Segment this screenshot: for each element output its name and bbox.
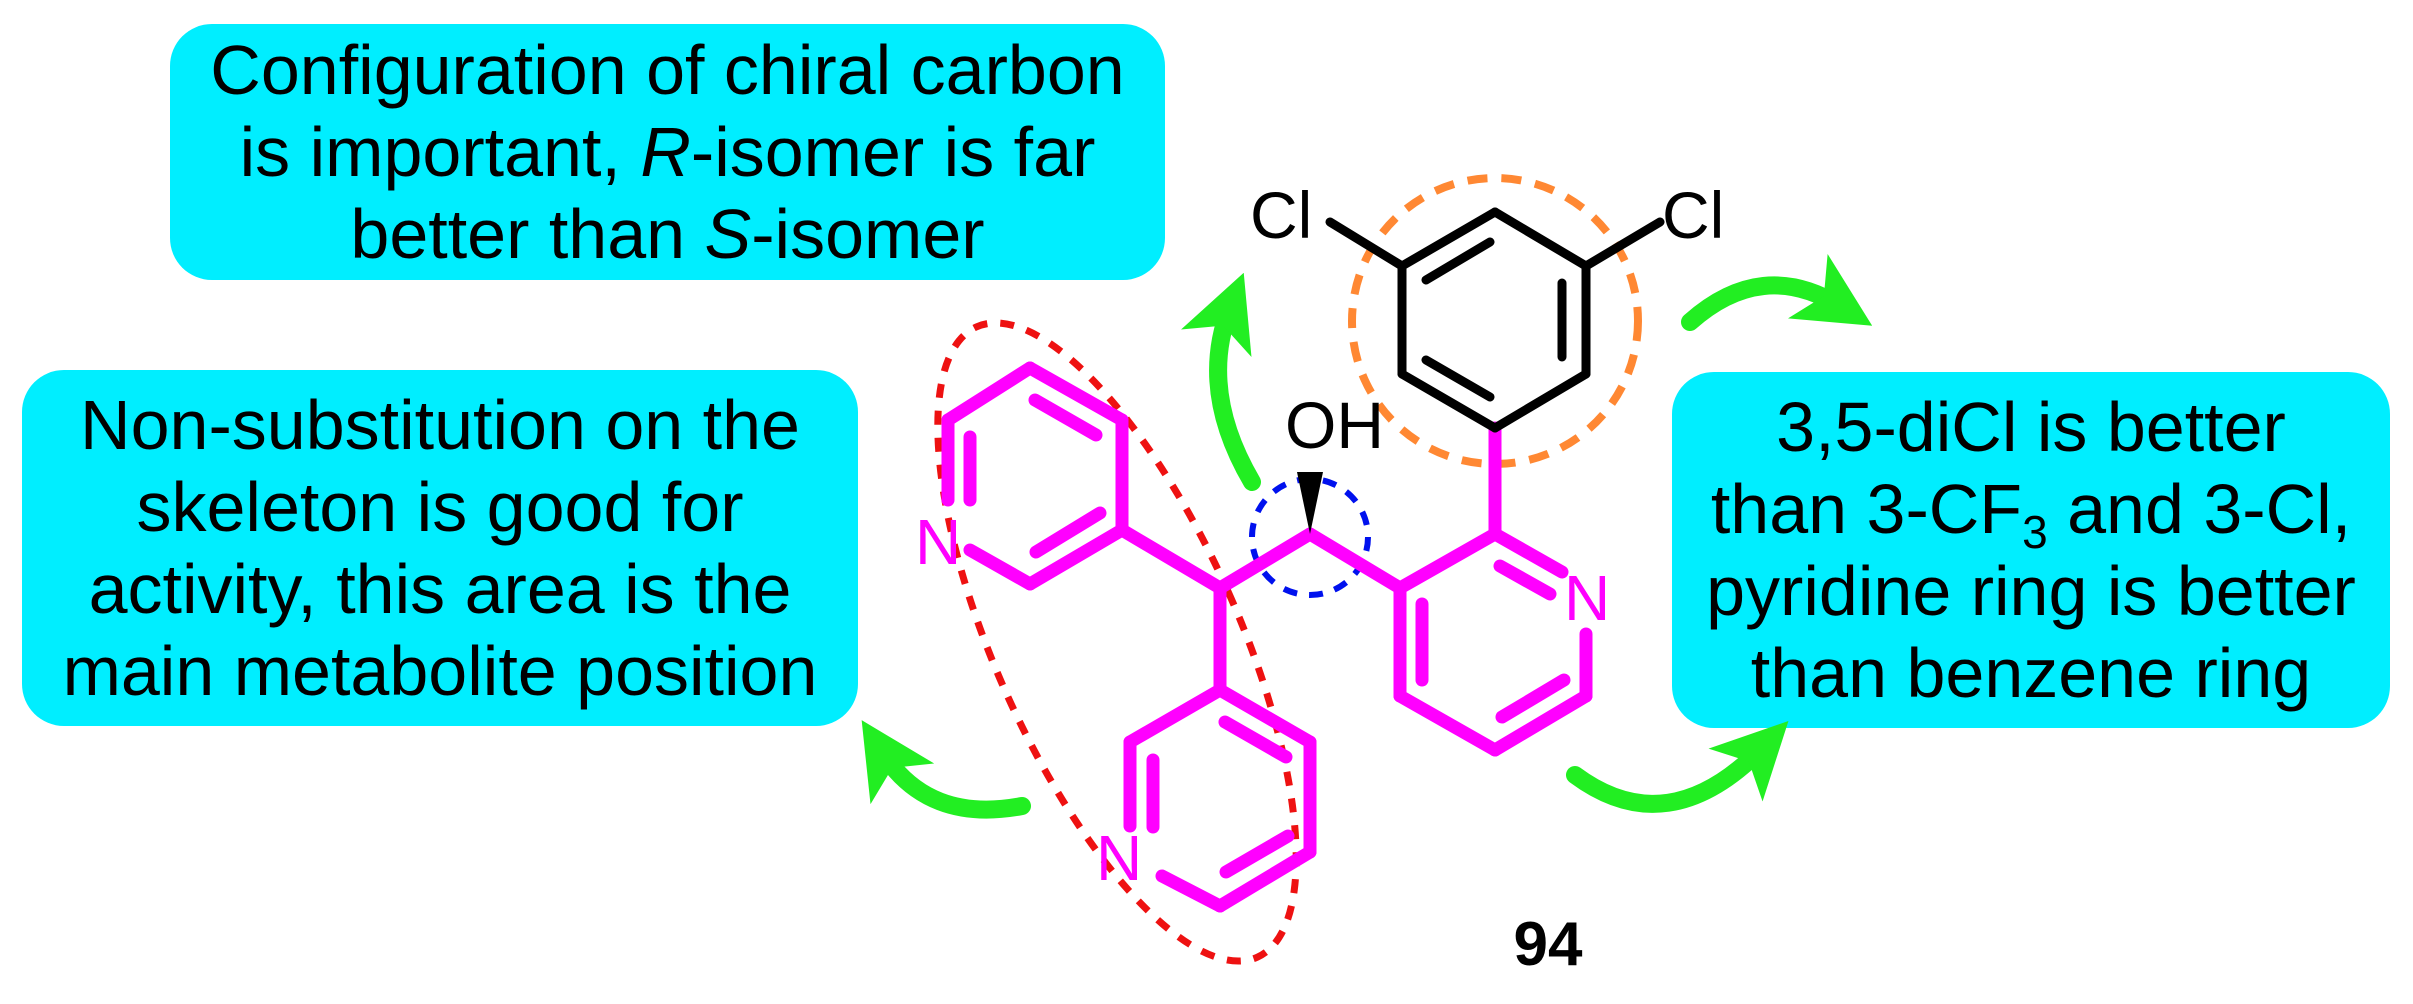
arrow-to-dicl-note [1566, 721, 1789, 813]
aryl-ring-highlight-circle [1348, 174, 1642, 468]
dicl-note-line-2-pre: than 3-CF [1710, 470, 2023, 548]
chiral-note-line-3-post: -isomer [751, 195, 985, 273]
skeleton-note-line-1: Non-substitution on the [80, 386, 800, 464]
arrow-to-chiral-note [1181, 272, 1261, 491]
dicl-note-line-4: than benzene ring [1750, 634, 2312, 712]
chiral-carbon-note: Configuration of chiral carbon is import… [170, 24, 1165, 280]
skeleton-note-line-2: skeleton is good for [136, 468, 744, 546]
chiral-note-line-1: Configuration of chiral carbon [210, 31, 1125, 109]
wedge-bond [1297, 472, 1323, 534]
dicl-note-line-2-post: and 3-Cl, [2047, 470, 2352, 548]
pyridine-skeleton-bonds [941, 361, 1593, 913]
skeleton-note-line-4: main metabolite position [62, 632, 818, 710]
hydroxyl-label: OH [1285, 388, 1384, 462]
dicl-note-line-1: 3,5-diCl is better [1776, 388, 2286, 466]
cl-left-label: Cl [1250, 178, 1312, 252]
nitrogen-bottom-pyridine: N [1096, 822, 1142, 894]
skeleton-note-line-3: activity, this area is the [88, 550, 792, 628]
dicl-note-line-2: than 3-CF3 and 3-Cl, [1710, 468, 2352, 555]
chiral-note-line-2-pre: is important, [239, 113, 641, 191]
nitrogen-top-pyridine: N [915, 506, 961, 578]
chiral-note-line-3: better than S-isomer [350, 193, 984, 275]
metabolite-region-ellipse [934, 319, 1300, 965]
chiral-note-line-2-post: -isomer is far [690, 113, 1096, 191]
skeleton-note: Non-substitution on the skeleton is good… [22, 370, 858, 726]
s-isomer-italic: S [704, 195, 752, 273]
r-isomer-italic: R [640, 113, 691, 191]
chiral-note-line-2: is important, R-isomer is far [240, 111, 1096, 193]
arrow-upper-right [1681, 254, 1873, 331]
cf3-subscript: 3 [2022, 506, 2048, 558]
nitrogen-right-pyridine: N [1564, 562, 1610, 634]
dichloro-note: 3,5-diCl is better than 3-CF3 and 3-Cl, … [1672, 372, 2390, 728]
cl-right-label: Cl [1662, 178, 1724, 252]
compound-number-label: 94 [1514, 910, 1583, 979]
dicl-note-line-3: pyridine ring is better [1706, 552, 2356, 630]
chiral-note-line-3-pre: better than [350, 195, 705, 273]
arrow-to-skeleton-note [861, 720, 1031, 819]
dichlorophenyl-ring-bonds [1325, 207, 1665, 433]
